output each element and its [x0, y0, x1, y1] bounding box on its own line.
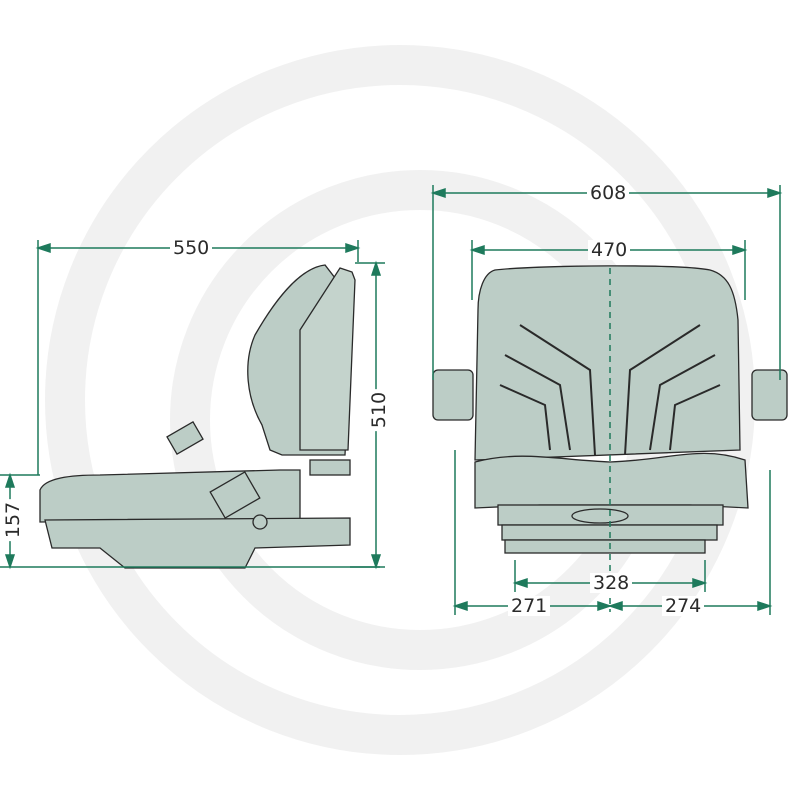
side-width-label: 550 [170, 238, 213, 258]
seat-front-view [432, 265, 788, 554]
backrest-width-label: 470 [588, 240, 631, 260]
right-offset-label: 274 [662, 596, 705, 616]
overall-width-label: 608 [587, 183, 630, 203]
seat-height-label: 157 [2, 498, 24, 542]
left-offset-label: 271 [508, 596, 551, 616]
side-height-label: 510 [368, 388, 390, 432]
seat-side-view [39, 264, 356, 569]
mount-spacing-label: 328 [590, 573, 633, 593]
